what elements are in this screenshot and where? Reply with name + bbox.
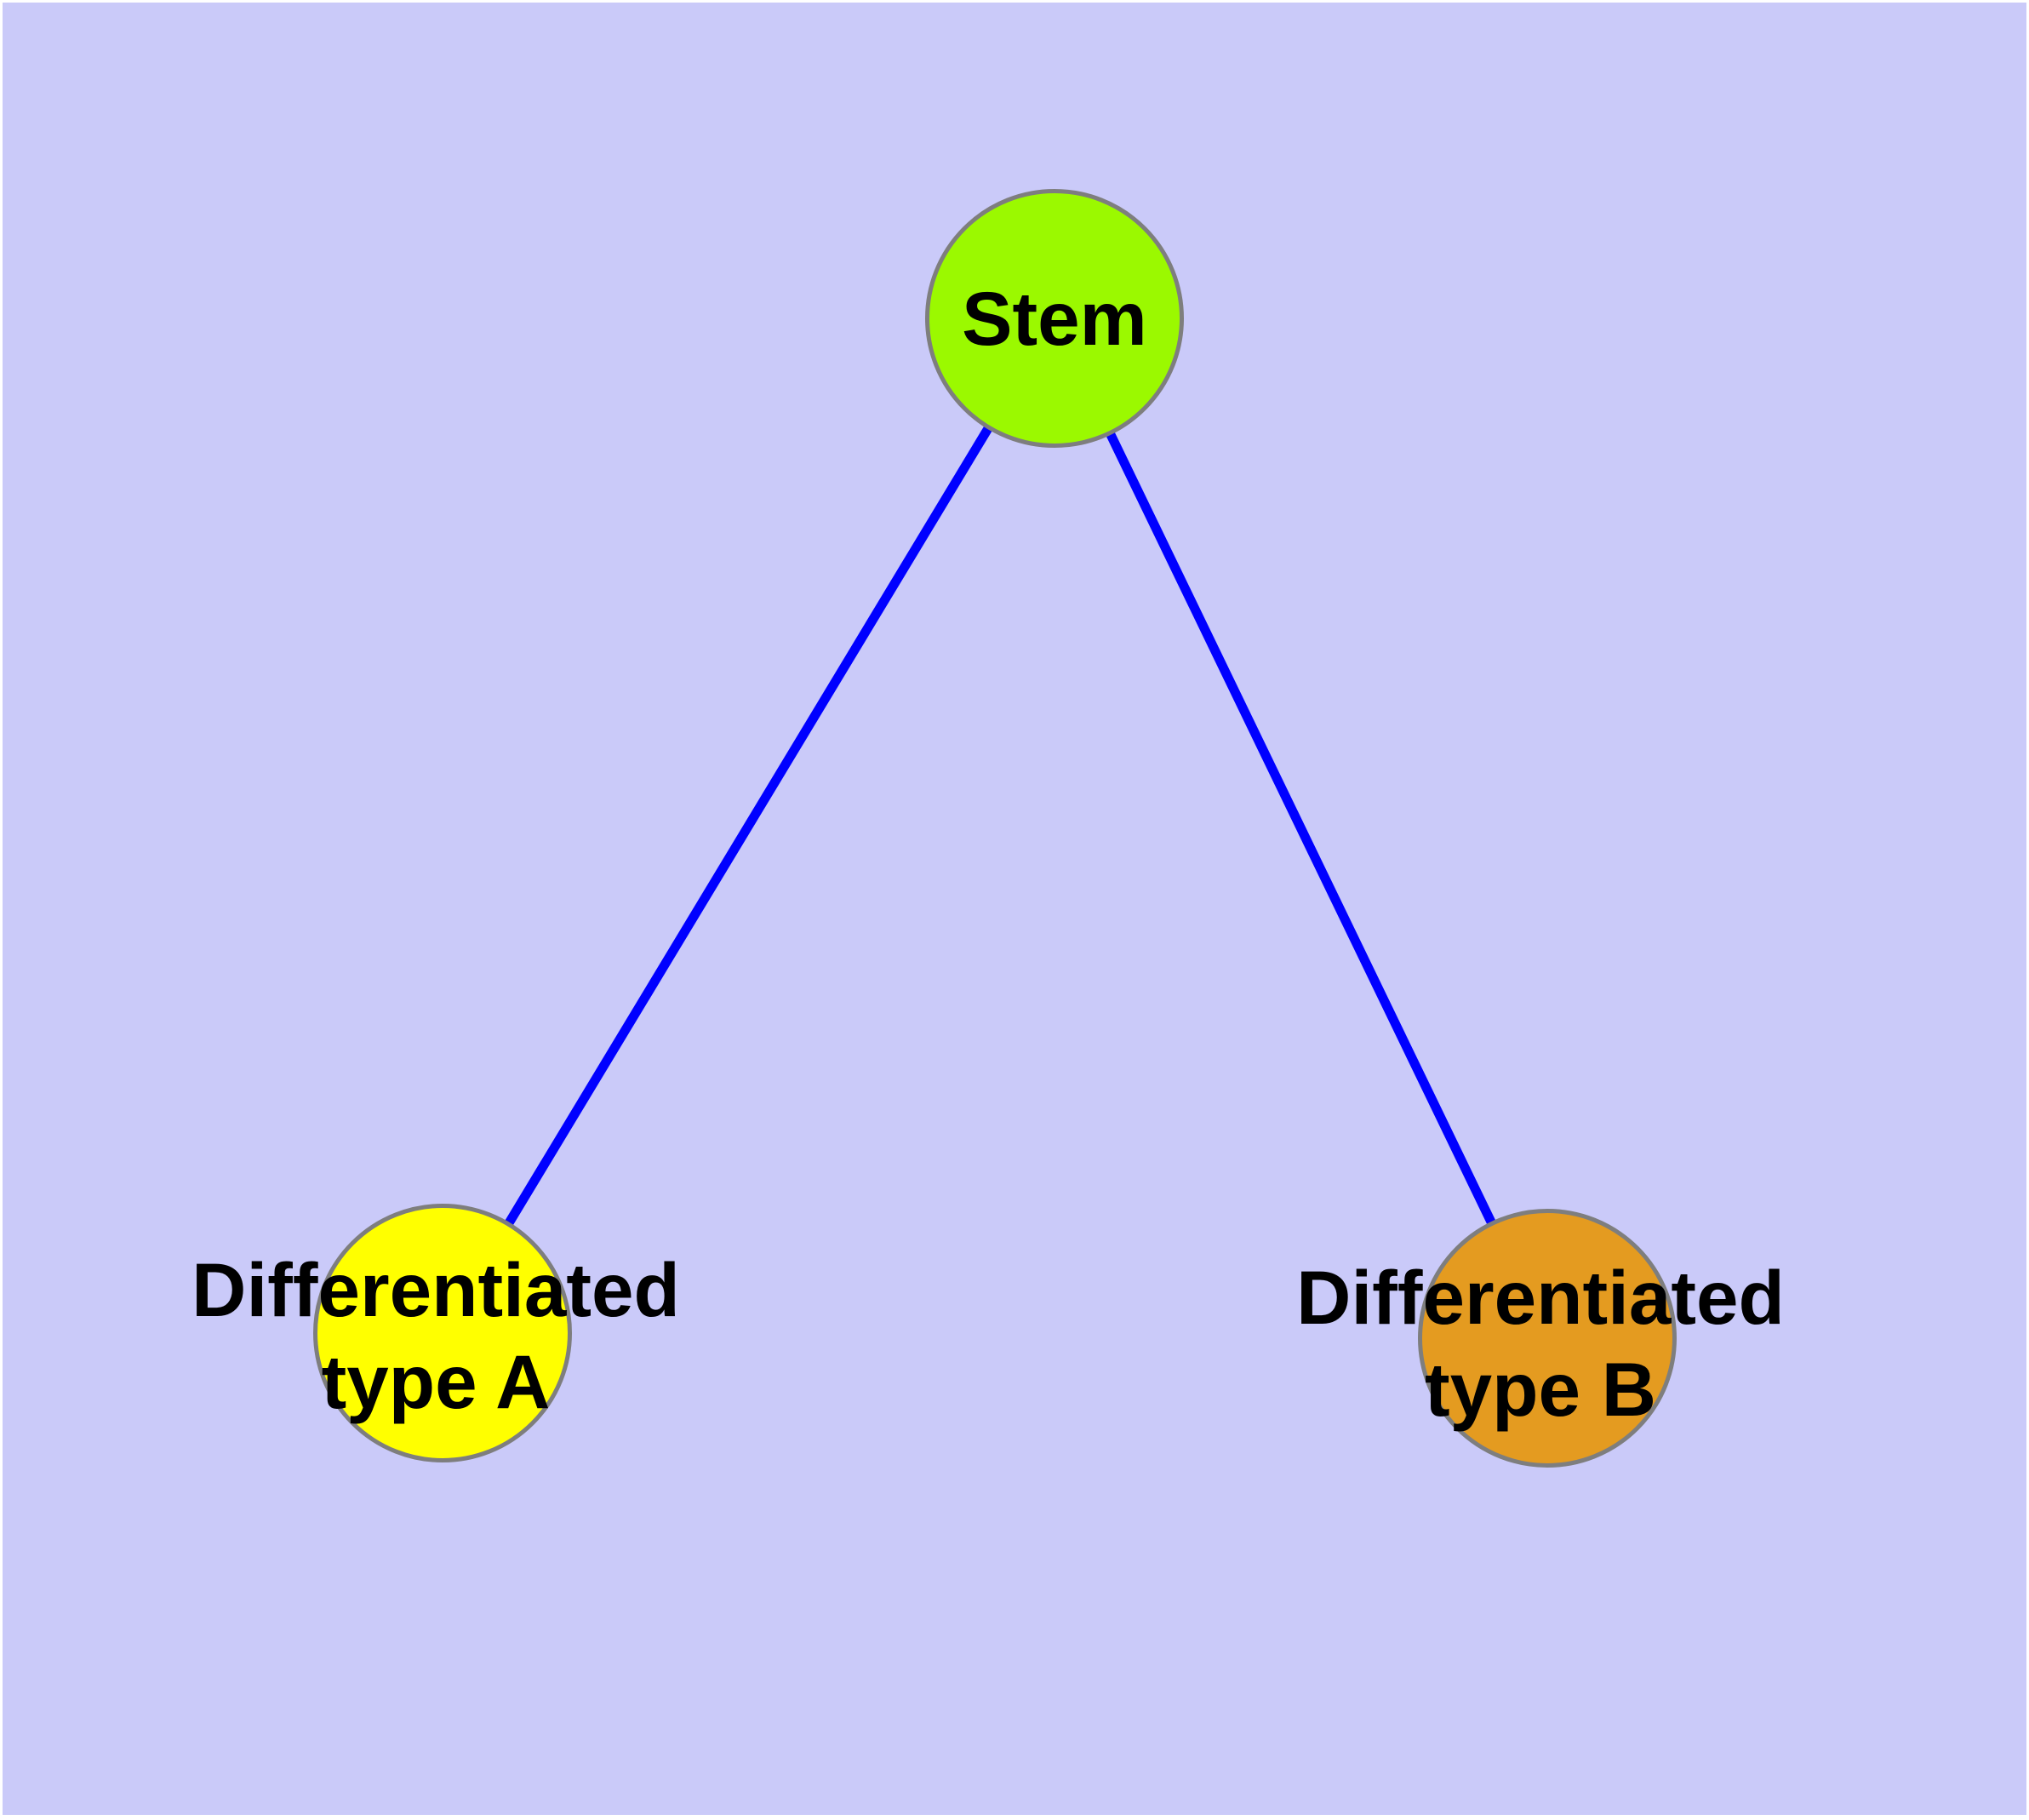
node-type-b-label: Differentiated type B [1296,1251,1785,1435]
node-type-a-label: Differentiated type A [191,1244,680,1428]
node-type-a-label-line1: Differentiated [191,1247,680,1332]
node-stem [925,189,1184,448]
node-stem-label-text: Stem [962,276,1147,361]
node-stem-label: Stem [962,272,1147,364]
node-type-a [313,1204,572,1462]
edge-stem-to-type-a [438,316,1059,1336]
node-type-a-label-line2: type A [321,1339,551,1424]
node-type-b-label-line2: type B [1424,1347,1656,1432]
edge-stem-to-type-b [1050,316,1552,1341]
node-type-b [1418,1209,1677,1468]
node-type-b-label-line1: Differentiated [1296,1255,1785,1340]
